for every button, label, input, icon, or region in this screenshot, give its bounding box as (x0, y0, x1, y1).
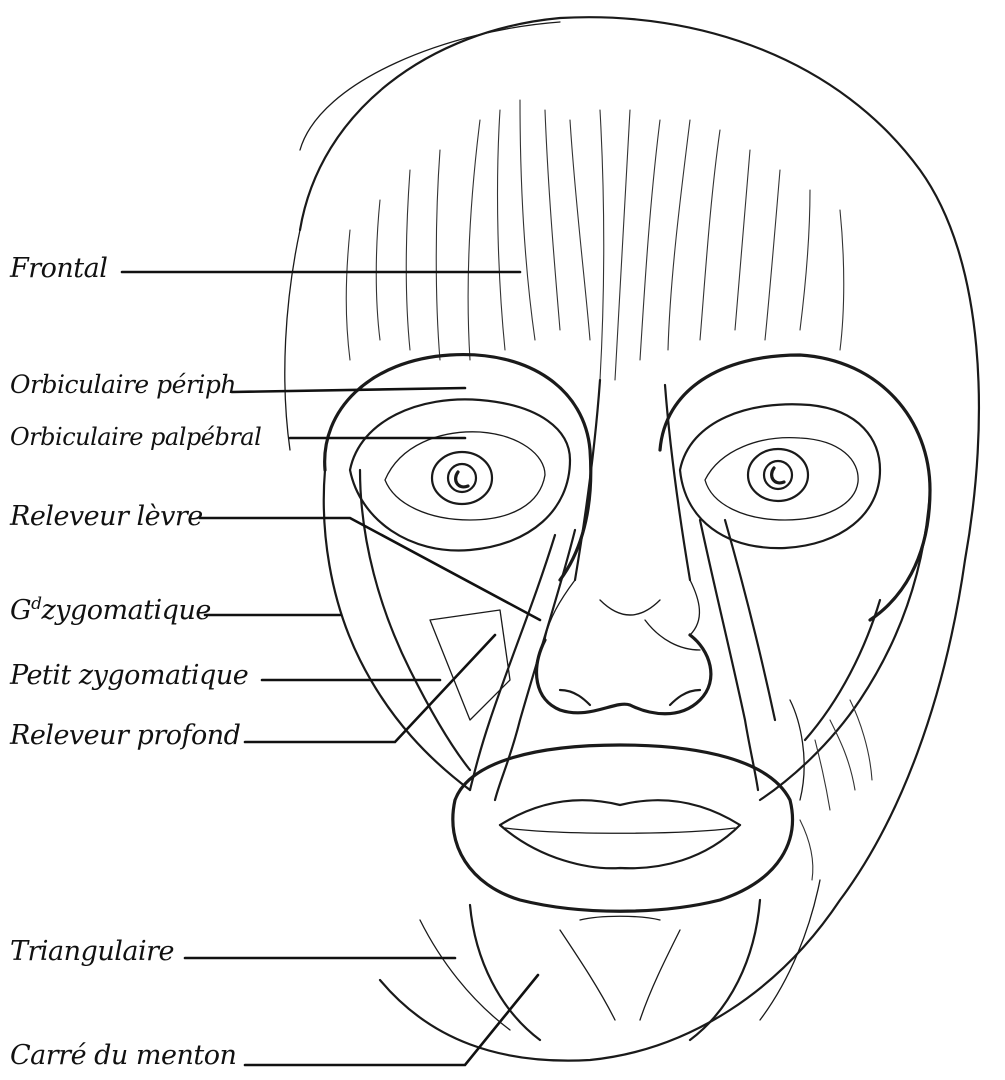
leader-releveur-levre (200, 518, 540, 620)
nose (537, 380, 711, 714)
label-carre-du-menton: Carré du menton (10, 1042, 236, 1069)
frontal-muscle-fibers (346, 100, 844, 380)
label-grand-zygomatique-rest: zygomatique (41, 595, 210, 626)
label-frontal: Frontal (10, 255, 107, 282)
label-releveur-profond: Releveur profond (10, 722, 240, 749)
label-petit-zygomatique: Petit zygomatique (10, 662, 248, 689)
label-releveur-levre: Releveur lèvre (10, 503, 203, 530)
chin-muscles (420, 700, 872, 1040)
leader-orbiculaire-periph (232, 388, 465, 392)
label-orbiculaire-periph: Orbiculaire périph (10, 372, 236, 397)
label-grand-zygomatique-prefix: G (10, 595, 31, 626)
zygomatic-muscles (324, 470, 930, 800)
label-grand-zygomatique-superscript: d (31, 594, 41, 614)
label-triangulaire: Triangulaire (10, 938, 174, 965)
label-orbiculaire-palpebral: Orbiculaire palpébral (10, 425, 261, 449)
orbicularis-oculi-right (660, 355, 930, 620)
label-grand-zygomatique: Gdzygomatique (10, 596, 211, 624)
